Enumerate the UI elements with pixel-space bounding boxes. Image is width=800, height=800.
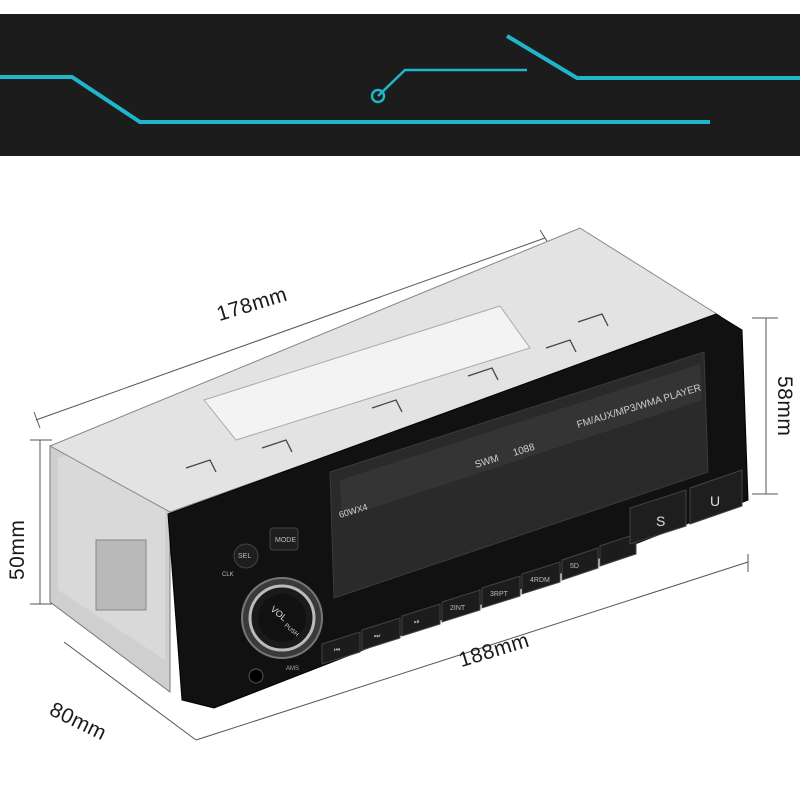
aux-jack[interactable] [248,668,264,684]
u-button[interactable]: U [689,469,743,525]
play-pause-icon: ⏯ [414,619,420,626]
chassis-side-cutout [95,539,147,611]
rdm-button[interactable] [521,561,561,595]
header-banner [0,14,800,156]
chassis-vent-marks [185,313,609,473]
int-button[interactable] [441,589,481,623]
svg-text:MODE: MODE [275,537,296,544]
prev-track-button[interactable] [321,631,361,665]
circuit-line-branch [377,68,527,97]
rdm-label: 4RDM [530,577,550,584]
band-ams-label: AMS [286,666,299,672]
rpt-label: 3RPT [490,591,509,598]
svg-text:S: S [656,513,665,529]
lcd-display-highlight [340,364,702,518]
int-label: 2INT [450,605,466,612]
dimension-label-height-right: 58mm [773,376,796,437]
sel-button[interactable]: SEL [233,543,259,569]
circuit-lines-graphic [0,34,800,124]
circuit-node [370,88,386,104]
svg-text:SEL: SEL [238,553,251,560]
chassis-label-sticker [203,305,531,441]
next-icon: ⏭ [374,633,381,640]
button-5d-label: 5D [570,563,579,570]
volume-knob[interactable]: VOL PUSH [241,577,323,659]
rpt-button[interactable] [481,575,521,609]
mode-button[interactable]: MODE [269,527,299,551]
play-pause-button[interactable] [401,603,441,637]
next-track-button[interactable] [361,617,401,651]
clk-label: CLK [222,572,234,578]
dimension-label-height-left: 50mm [6,519,29,580]
circuit-line-upper [505,34,800,80]
button-6[interactable] [599,533,637,567]
circuit-line-lower [0,75,710,124]
prev-icon: ⏮ [334,647,340,654]
button-5d[interactable] [561,547,599,581]
s-button[interactable]: S [629,489,687,545]
preset-buttons: ⏮ ⏭ ⏯ 2INT 3RPT 4RDM 5D [321,533,637,665]
svg-text:U: U [710,493,720,509]
dimension-lines [30,229,778,741]
